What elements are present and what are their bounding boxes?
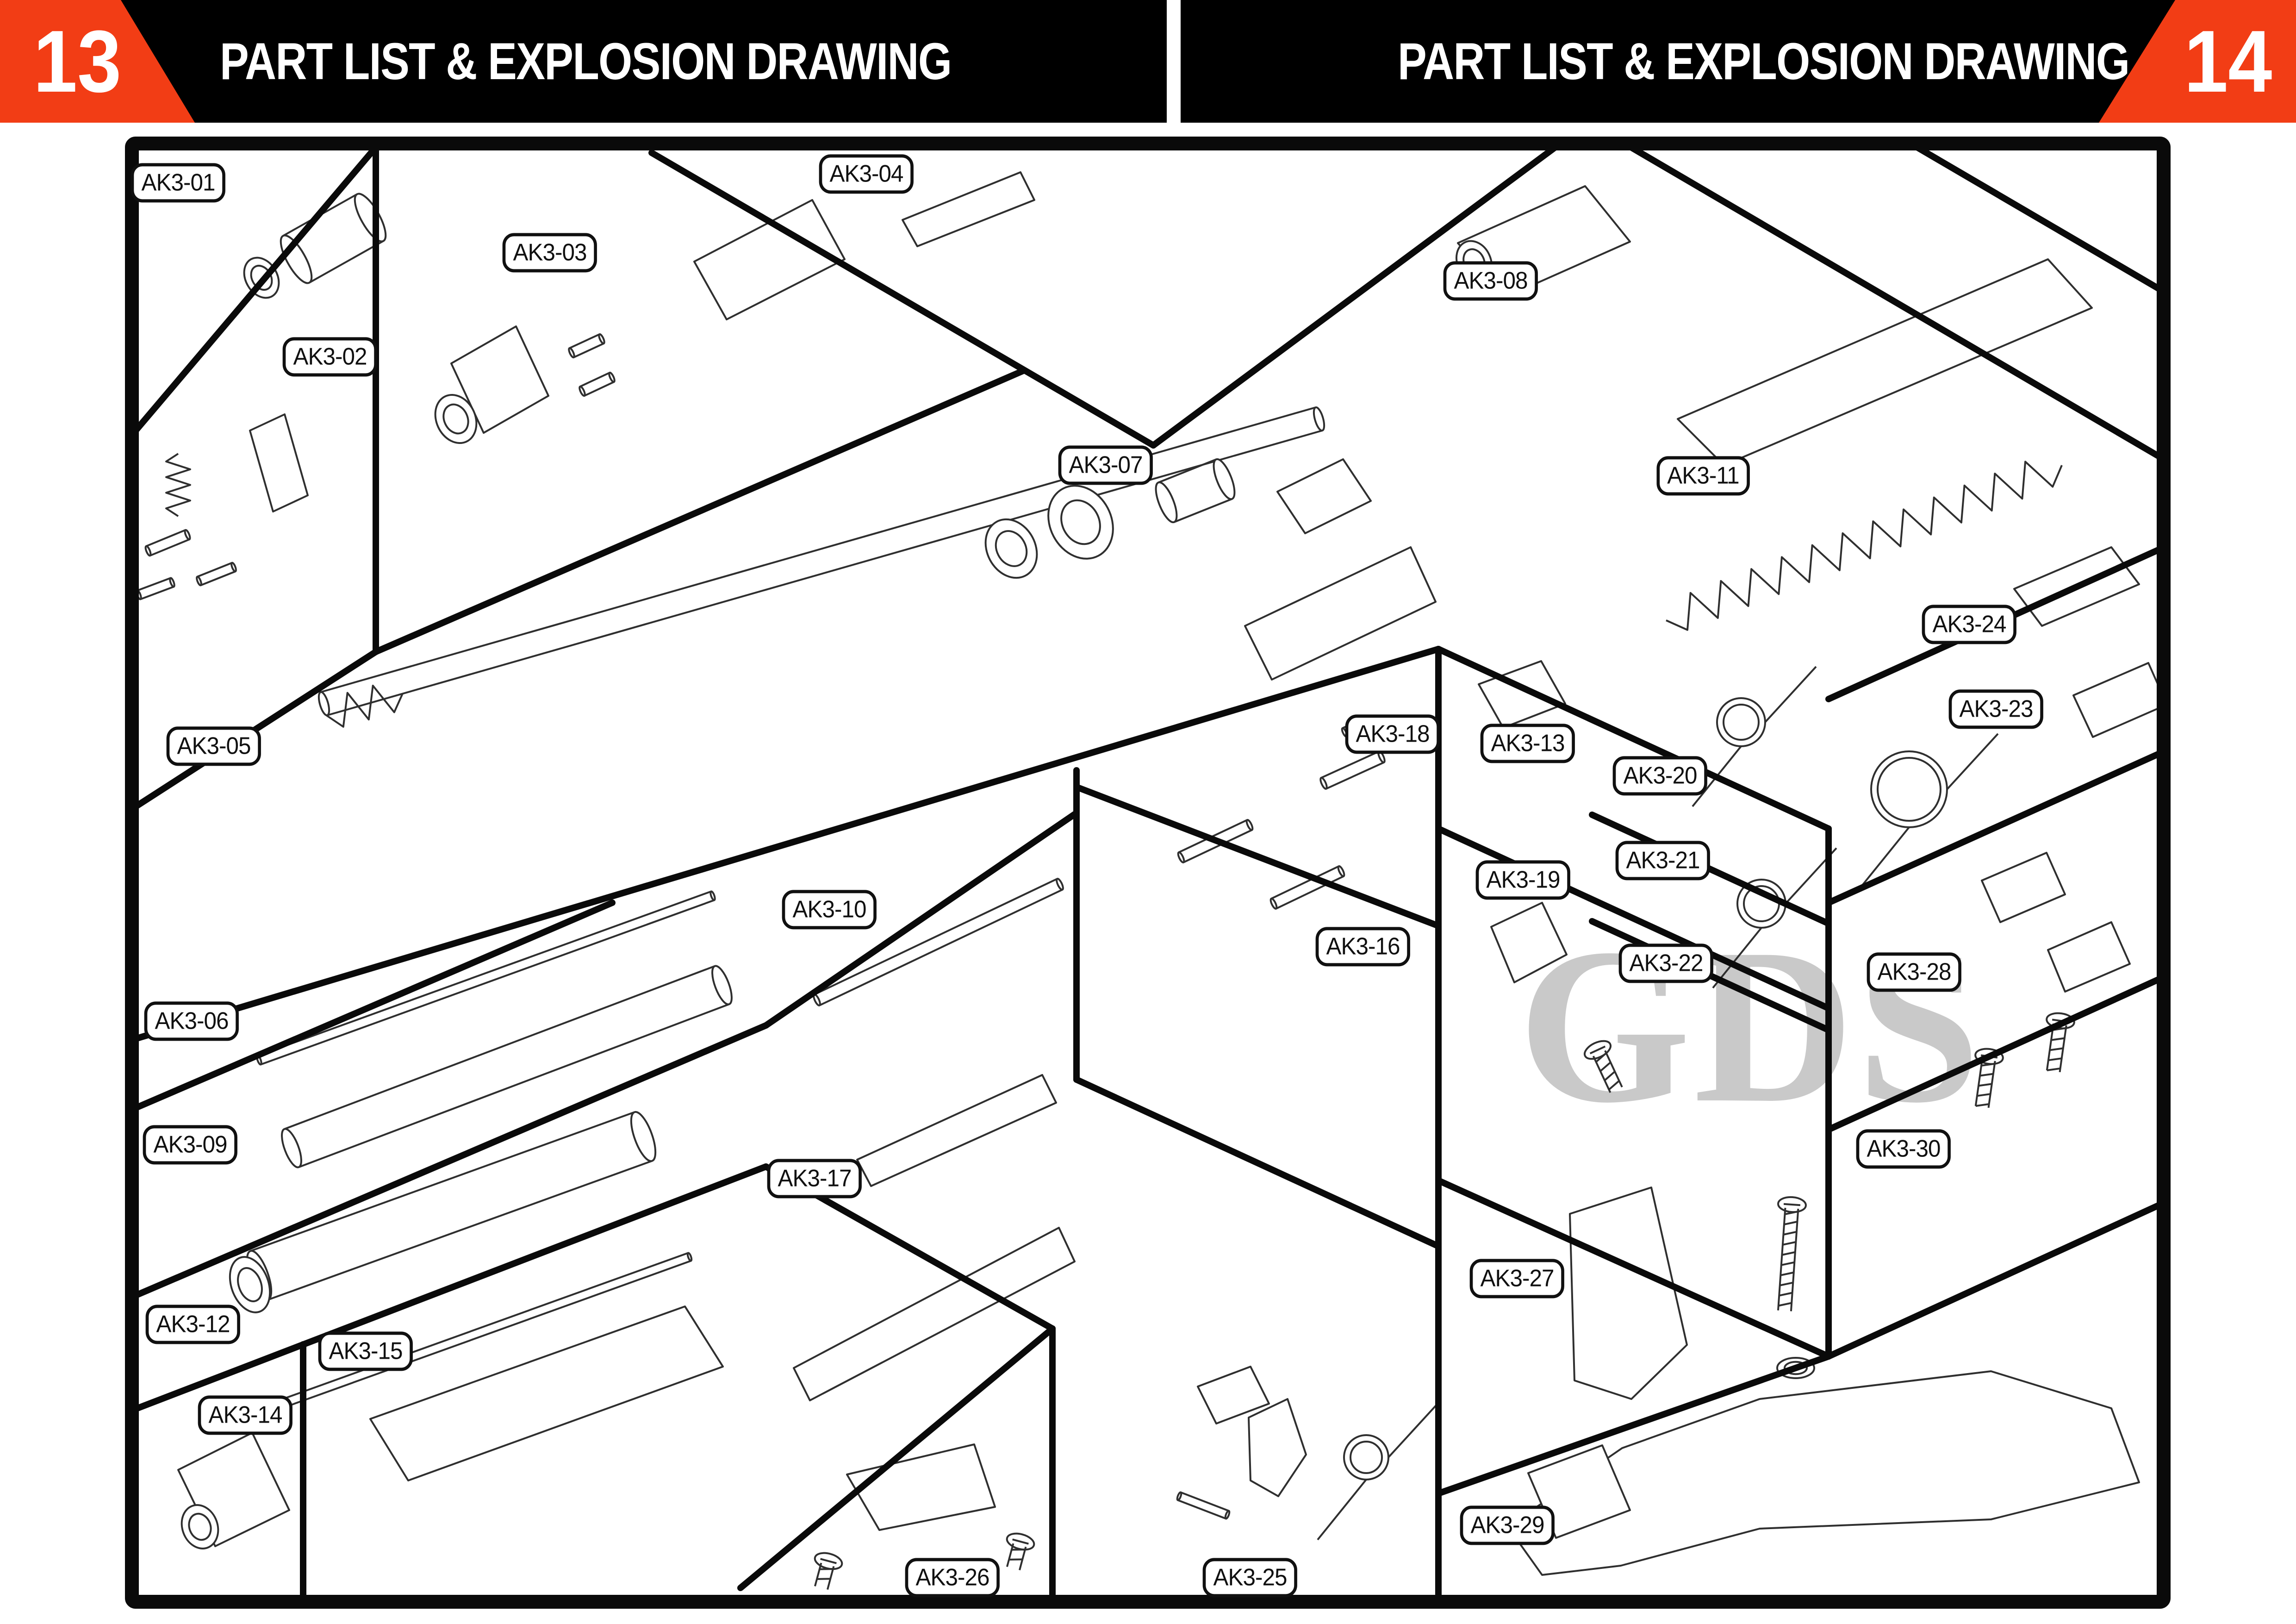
part-label-ak3-23: AK3-23 bbox=[1948, 689, 2044, 729]
part-sketch-screw bbox=[1583, 1040, 1623, 1093]
part-sketch-handguard-lower bbox=[369, 1305, 724, 1481]
part-sketch-bushing bbox=[1155, 458, 1236, 524]
gds-watermark: GDS bbox=[1518, 902, 1983, 1149]
part-label-ak3-11: AK3-11 bbox=[1656, 456, 1750, 496]
part-label-ak3-09: AK3-09 bbox=[143, 1125, 238, 1165]
part-sketch-pin bbox=[196, 562, 237, 587]
part-sketch-sight-leaf bbox=[902, 171, 1035, 247]
page-number-left: 13 bbox=[33, 12, 122, 111]
part-label-ak3-27: AK3-27 bbox=[1469, 1259, 1565, 1299]
part-sketch-pin bbox=[579, 371, 616, 397]
part-label-ak3-25: AK3-25 bbox=[1202, 1558, 1298, 1598]
part-label-ak3-08: AK3-08 bbox=[1443, 261, 1538, 301]
part-label-ak3-29: AK3-29 bbox=[1460, 1505, 1555, 1545]
part-sketch-hammer-spring bbox=[1860, 733, 1999, 888]
part-sketch-front-sight bbox=[249, 413, 309, 512]
part-sketch-pin bbox=[1269, 865, 1345, 910]
part-label-ak3-05: AK3-05 bbox=[166, 726, 261, 766]
header-bar-right bbox=[1181, 0, 2296, 123]
part-sketch-buttstock bbox=[1507, 1370, 2140, 1576]
page-number-right: 14 bbox=[2184, 12, 2272, 111]
part-label-ak3-12: AK3-12 bbox=[145, 1305, 241, 1344]
part-label-ak3-10: AK3-10 bbox=[782, 890, 877, 930]
part-sketch-recoil-spring bbox=[1666, 461, 2063, 631]
part-label-ak3-19: AK3-19 bbox=[1475, 860, 1571, 900]
header-bar-left bbox=[0, 0, 1167, 123]
part-sketch-pin bbox=[1319, 750, 1386, 790]
part-sketch-carrier-rail bbox=[856, 1074, 1057, 1187]
part-sketch-ring-nut bbox=[1047, 485, 1114, 560]
part-sketch-barrel-thread bbox=[325, 684, 404, 728]
part-label-ak3-14: AK3-14 bbox=[198, 1395, 293, 1435]
part-sketch-pin bbox=[568, 333, 605, 359]
part-sketch-pin bbox=[136, 577, 175, 600]
part-label-ak3-01: AK3-01 bbox=[131, 163, 226, 203]
part-label-ak3-26: AK3-26 bbox=[905, 1558, 1000, 1598]
diagram-border bbox=[125, 137, 2171, 1609]
part-sketch-screw bbox=[1006, 1532, 1035, 1571]
part-sketch-receiver bbox=[793, 1227, 1076, 1401]
part-sketch-grip-screw bbox=[1777, 1196, 1807, 1312]
part-sketch-spring bbox=[165, 453, 191, 517]
part-sketch-clip bbox=[1981, 852, 2066, 923]
part-sketch-pin bbox=[144, 529, 191, 557]
part-sketch-hammer bbox=[1490, 902, 1568, 983]
part-label-ak3-17: AK3-17 bbox=[767, 1159, 862, 1199]
part-sketch-top-cover bbox=[1677, 258, 2093, 466]
part-sketch-trigger-spring bbox=[1317, 1401, 1440, 1541]
part-label-ak3-07: AK3-07 bbox=[1058, 445, 1153, 485]
part-label-ak3-15: AK3-15 bbox=[318, 1331, 413, 1371]
page-title-left: PART LIST & EXPLOSION DRAWING bbox=[220, 32, 952, 90]
part-label-ak3-16: AK3-16 bbox=[1315, 927, 1411, 967]
part-sketch-ring bbox=[229, 1256, 271, 1313]
part-label-ak3-21: AK3-21 bbox=[1615, 841, 1711, 881]
part-label-ak3-28: AK3-28 bbox=[1867, 952, 1962, 992]
part-sketch-sear bbox=[1197, 1366, 1270, 1424]
part-sketch-screw bbox=[814, 1552, 843, 1590]
part-sketch-bolt bbox=[1244, 546, 1437, 681]
part-sketch-clamp bbox=[1276, 458, 1372, 534]
part-sketch-ring bbox=[434, 394, 478, 444]
page-title-right: PART LIST & EXPLOSION DRAWING bbox=[1398, 32, 2130, 90]
part-label-ak3-06: AK3-06 bbox=[144, 1001, 239, 1041]
part-sketch-flash-hider bbox=[246, 1111, 657, 1301]
part-label-ak3-30: AK3-30 bbox=[1856, 1129, 1951, 1169]
part-sketch-trigger bbox=[1248, 1398, 1307, 1497]
part-label-ak3-20: AK3-20 bbox=[1612, 756, 1708, 796]
part-label-ak3-24: AK3-24 bbox=[1922, 605, 2017, 644]
part-sketch-clip bbox=[2047, 921, 2131, 993]
part-sketch-o-ring bbox=[984, 518, 1038, 579]
part-label-ak3-13: AK3-13 bbox=[1480, 724, 1575, 763]
part-sketch-ring bbox=[180, 1504, 219, 1549]
part-sketch-pistol-grip bbox=[1569, 1187, 1688, 1400]
part-label-ak3-22: AK3-22 bbox=[1618, 943, 1714, 983]
part-label-ak3-04: AK3-04 bbox=[819, 154, 914, 194]
part-label-ak3-18: AK3-18 bbox=[1345, 714, 1440, 754]
part-label-ak3-03: AK3-03 bbox=[502, 233, 597, 273]
part-sketch-gas-tube bbox=[281, 965, 733, 1168]
part-label-ak3-02: AK3-02 bbox=[282, 337, 378, 377]
part-sketch-pin bbox=[1176, 1491, 1231, 1520]
